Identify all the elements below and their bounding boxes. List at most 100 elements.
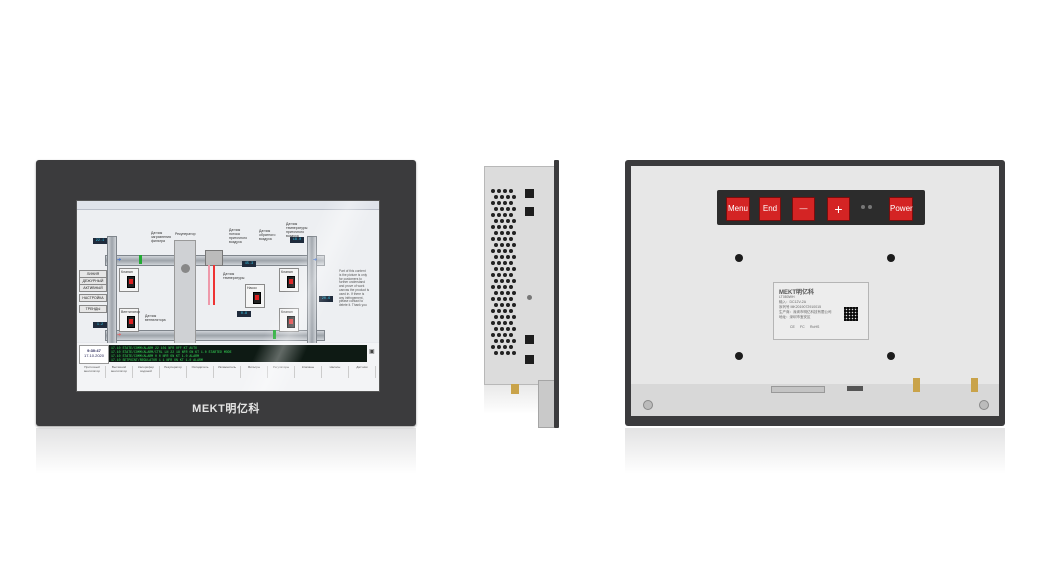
vent-hole (494, 207, 498, 211)
vent-hole (491, 237, 495, 241)
minus-button[interactable]: — (792, 197, 815, 221)
footer-tab[interactable]: Клапаны (295, 366, 322, 378)
vent-hole (503, 249, 507, 253)
hmi-status-area: 9:30:47 17.10.2020 17.10 STATE/COMM/ALAR… (77, 343, 379, 391)
footer-tab[interactable]: Калорифер водяной (133, 366, 160, 378)
temp-sensor-label: Датчик температуры (223, 272, 244, 280)
log-line: 17.10 STATE/COMM/ALARM 22 101 NFR OFF KT… (111, 346, 198, 350)
end-button[interactable]: End (759, 197, 781, 221)
vent-hole (503, 345, 507, 349)
vent-hole (491, 261, 495, 265)
footer-tab[interactable]: Насосы (322, 366, 349, 378)
vent-hole (512, 315, 516, 319)
vent-hole (500, 351, 504, 355)
settings-button[interactable]: НАСТРОЙКА (79, 294, 107, 302)
label-line: 输入：DC12V-2A (779, 300, 807, 304)
menu-button[interactable]: Menu (726, 197, 750, 221)
vent-hole (491, 333, 495, 337)
vent-hole (500, 255, 504, 259)
unit-label: Клапан (121, 270, 133, 274)
vent-hole (497, 249, 501, 253)
vent-hole (491, 201, 495, 205)
vent-hole (494, 303, 498, 307)
vent-hole (497, 201, 501, 205)
vent-hole (503, 273, 507, 277)
filter-sensor-label: Датчик загрязнения фильтра (151, 231, 171, 243)
footer-tab[interactable]: Рекуператор (160, 366, 187, 378)
unit-label: Вентилятор (121, 310, 141, 314)
vent-hole (494, 243, 498, 247)
vent-hole (500, 267, 504, 271)
cert-mark: RoHS (810, 325, 820, 329)
vent-hole (491, 345, 495, 349)
vent-hole (506, 291, 510, 295)
vent-hole (503, 189, 507, 193)
footer-tab[interactable]: Вытяжной вентилятор (106, 366, 133, 378)
vent-hole (506, 243, 510, 247)
back-reflection (625, 428, 1005, 474)
vent-hole (500, 339, 504, 343)
event-log: 17.10 STATE/COMM/ALARM 22 101 NFR OFF KT… (109, 345, 367, 362)
vent-hole (494, 231, 498, 235)
vent-hole (512, 267, 516, 271)
power-button[interactable]: Power (889, 197, 913, 221)
recuperator-unit (174, 240, 196, 347)
vent-hole (509, 213, 513, 217)
run-stop-switch[interactable] (127, 276, 135, 288)
label-line: 生产商：深圳市明亿科技有限公司 (779, 310, 832, 314)
vent-hole (506, 303, 510, 307)
valve-unit-1[interactable]: Клапан (119, 268, 139, 292)
valve-unit-4[interactable]: Клапан (279, 308, 299, 332)
vent-hole (503, 213, 507, 217)
vent-hole (506, 207, 510, 211)
vent-hole (509, 321, 513, 325)
valve-unit-3[interactable]: Клапан (279, 268, 299, 292)
vent-hole (509, 261, 513, 265)
footer-tab[interactable]: Увлажнитель (214, 366, 241, 378)
vent-hole (500, 303, 504, 307)
hvac-schematic: ➔ ➔ ➔ Клапан Вентилятор Насос Клапан Кла… (77, 210, 379, 348)
footer-tab[interactable]: Регуляторы (268, 366, 295, 378)
valve-unit-2[interactable]: Вентилятор (119, 308, 141, 332)
mount-slot (525, 207, 534, 216)
usb-port (847, 386, 863, 391)
network-icon[interactable]: ▣ (369, 348, 377, 358)
footer-tab[interactable]: Приточный вентилятор (79, 366, 106, 378)
vent-hole (503, 201, 507, 205)
cert-mark: CE (790, 325, 795, 329)
active-button[interactable]: АКТИВНЫЙ (79, 284, 107, 292)
footer-tab[interactable]: Фильтры (241, 366, 268, 378)
vent-hole (491, 285, 495, 289)
fan-icon (181, 264, 190, 273)
vent-hole (512, 231, 516, 235)
vent-hole (503, 237, 507, 241)
run-stop-switch[interactable] (127, 316, 135, 328)
recuperator-label: Рекуператор (175, 232, 196, 236)
run-stop-switch[interactable] (287, 316, 295, 328)
screw-icon (527, 295, 532, 300)
run-stop-switch[interactable] (287, 276, 295, 288)
trends-button[interactable]: ТРЕНДЫ (79, 305, 107, 313)
clock-date: 17.10.2020 (83, 353, 105, 358)
vent-grid (491, 189, 519, 359)
back-plate: Menu End — + Power MEKT明亿科 LT080WH 输入：DC… (631, 166, 999, 384)
mount-hole (887, 352, 895, 360)
pump-unit[interactable]: Насос (245, 284, 265, 308)
run-stop-switch[interactable] (253, 292, 261, 304)
vent-hole (494, 315, 498, 319)
hmi-screen[interactable]: ➔ ➔ ➔ Клапан Вентилятор Насос Клапан Кла… (76, 200, 380, 392)
led-indicator-icon (861, 205, 865, 209)
vent-hole (497, 297, 501, 301)
plus-button[interactable]: + (827, 197, 850, 221)
footer-tab[interactable]: Охладитель (187, 366, 214, 378)
vent-hole (497, 189, 501, 193)
clock-widget: 9:30:47 17.10.2020 (79, 345, 109, 364)
left-riser (107, 236, 117, 348)
footer-tab[interactable]: Датчики (349, 366, 376, 378)
vent-hole (509, 189, 513, 193)
vent-hole (500, 315, 504, 319)
label-line: 地址：深圳市宝安区 (779, 315, 811, 319)
vent-hole (491, 249, 495, 253)
vent-hole (497, 261, 501, 265)
vent-hole (506, 339, 510, 343)
